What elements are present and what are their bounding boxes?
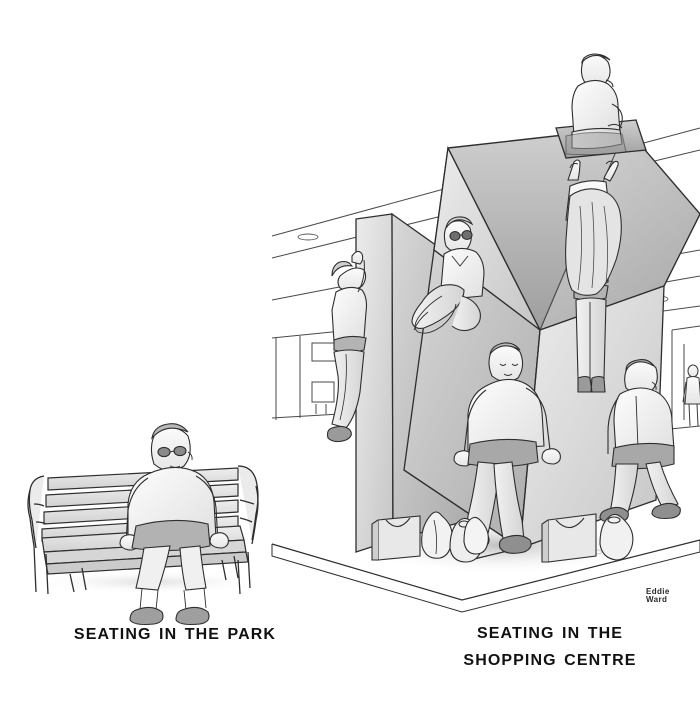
sunglasses-icon [449, 231, 461, 241]
shopping-bag-plastic [421, 511, 453, 559]
glasses-icon [157, 446, 171, 458]
bench-armrest-right [237, 465, 259, 595]
bench-armrest-left [27, 475, 49, 595]
mall-storefront-left [271, 329, 353, 420]
figure-climbing-woman [326, 250, 368, 443]
park-scene [27, 423, 270, 626]
shopping-bag-paper [371, 515, 421, 561]
figure-background-shopper [682, 364, 700, 427]
figure-park-sitter [119, 423, 229, 626]
mall-scene [271, 53, 700, 613]
bench-legs [69, 555, 239, 593]
shopping-bag-paper-2 [541, 513, 597, 563]
sculpture-plinth [271, 539, 700, 613]
shopping-bags-group [371, 511, 634, 563]
shopping-bag-plastic-3 [599, 513, 634, 561]
figure-hanging-woman [565, 159, 622, 393]
figure-apex-phone-man [565, 53, 627, 156]
figure-wedge-woman [411, 216, 485, 334]
shopping-bag-plastic-4 [463, 516, 489, 555]
